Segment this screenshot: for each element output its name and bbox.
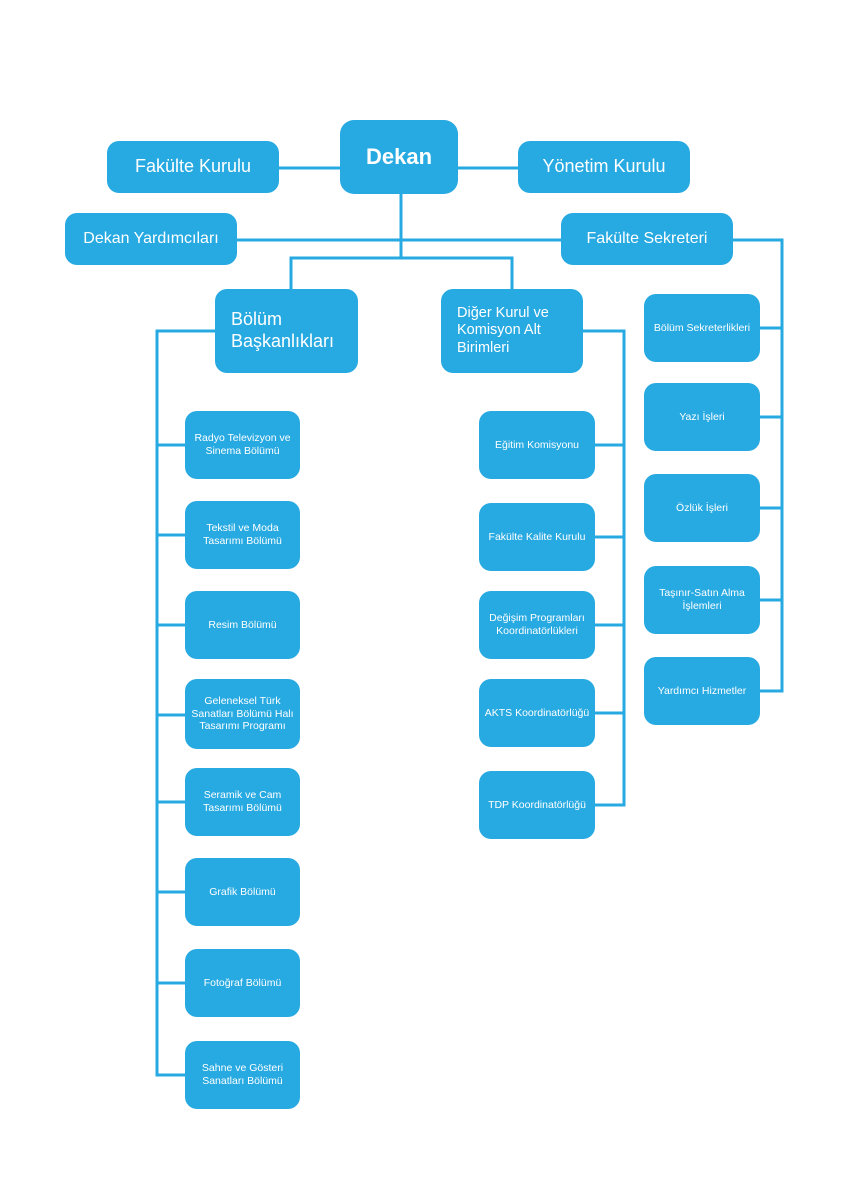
bolum-item: Tekstil ve Moda Tasarımı Bölümü [185,501,300,569]
komisyon-item: AKTS Koordinatörlüğü [479,679,595,747]
node-diger-kurul: Diğer Kurul ve Komisyon Alt Birimleri [441,289,583,373]
dekan-label: Dekan [365,143,433,169]
sekreterlik-item: Yazı İşleri [644,383,760,451]
komisyon-item: TDP Koordinatörlüğü [479,771,595,839]
bolum-item: Resim Bölümü [185,591,300,659]
diger-kurul-label: Diğer Kurul ve Komisyon Alt Birimleri [457,304,549,356]
fakulte-sekreteri-label: Fakülte Sekreteri [586,230,708,248]
bolum-item: Geleneksel Türk Sanatları Bölümü Halı Ta… [185,679,300,749]
bolum-item: Sahne ve Gösteri Sanatları Bölümü [185,1041,300,1109]
komisyon-item: Fakülte Kalite Kurulu [479,503,595,571]
node-yonetim-kurulu: Yönetim Kurulu [518,141,690,193]
bolum-item: Radyo Televizyon ve Sinema Bölümü [185,411,300,479]
sekreterlik-item: Yardımcı Hizmetler [644,657,760,725]
sekreterlik-item: Bölüm Sekreterlikleri [644,294,760,362]
sekreterlik-item: Taşınır-Satın Alma İşlemleri [644,566,760,634]
node-dekan-yardimcilari: Dekan Yardımcıları [65,213,237,265]
bolum-item: Seramik ve Cam Tasarımı Bölümü [185,768,300,836]
bolum-baskanliklari-label: Bölüm Başkanlıkları [231,309,335,351]
node-fakulte-kurulu: Fakülte Kurulu [107,141,279,193]
node-dekan: Dekan [340,120,458,194]
sekreterlik-item: Özlük İşleri [644,474,760,542]
komisyon-item: Eğitim Komisyonu [479,411,595,479]
bolum-item: Fotoğraf Bölümü [185,949,300,1017]
komisyon-item: Değişim Programları Koordinatörlükleri [479,591,595,659]
bolum-item: Grafik Bölümü [185,858,300,926]
dekan-yardimcilari-label: Dekan Yardımcıları [83,230,219,248]
node-fakulte-sekreteri: Fakülte Sekreteri [561,213,733,265]
node-bolum-baskanliklari: Bölüm Başkanlıkları [215,289,358,373]
fakulte-kurulu-label: Fakülte Kurulu [134,156,252,177]
yonetim-kurulu-label: Yönetim Kurulu [542,156,666,177]
